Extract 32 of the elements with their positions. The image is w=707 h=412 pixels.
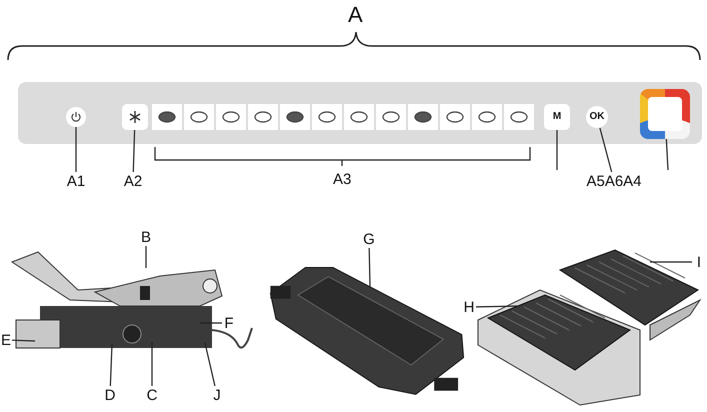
- callout-letter: B: [139, 228, 153, 246]
- callout-letter: I: [692, 253, 706, 271]
- callout-letter: A2: [120, 172, 146, 190]
- callout-letter: A1: [63, 172, 89, 190]
- leader-line: [476, 305, 520, 308]
- callout-letter: G: [362, 230, 376, 248]
- leader-line: [204, 342, 216, 386]
- leader-line: [132, 130, 136, 172]
- leader-line: [599, 128, 612, 172]
- leader-line: [75, 127, 77, 172]
- callout-letter: E: [0, 331, 12, 349]
- cooking-level-indicator-ring: [640, 89, 690, 139]
- leader-line: [145, 246, 147, 268]
- leader-line: [110, 344, 113, 386]
- defrost-button: [122, 104, 148, 130]
- leader-line: [556, 130, 558, 170]
- leader-line: [151, 342, 153, 386]
- callout-letter: A3: [333, 172, 352, 187]
- callout-letter: C: [145, 386, 159, 404]
- callout-letter: A: [348, 4, 363, 26]
- leader-line: [368, 248, 371, 288]
- leader-line: [12, 340, 36, 342]
- griddle-plate-drawing: [270, 266, 464, 395]
- menu-button: M: [544, 104, 570, 130]
- leader-line: [200, 322, 222, 324]
- callout-letter: A5A6A4: [578, 172, 650, 190]
- callout-letter: F: [222, 314, 236, 332]
- callout-letter: D: [103, 386, 117, 404]
- callout-letter: H: [462, 298, 476, 316]
- callout-letter: J: [210, 386, 224, 404]
- leader-line: [650, 261, 692, 263]
- leader-line: [666, 138, 669, 170]
